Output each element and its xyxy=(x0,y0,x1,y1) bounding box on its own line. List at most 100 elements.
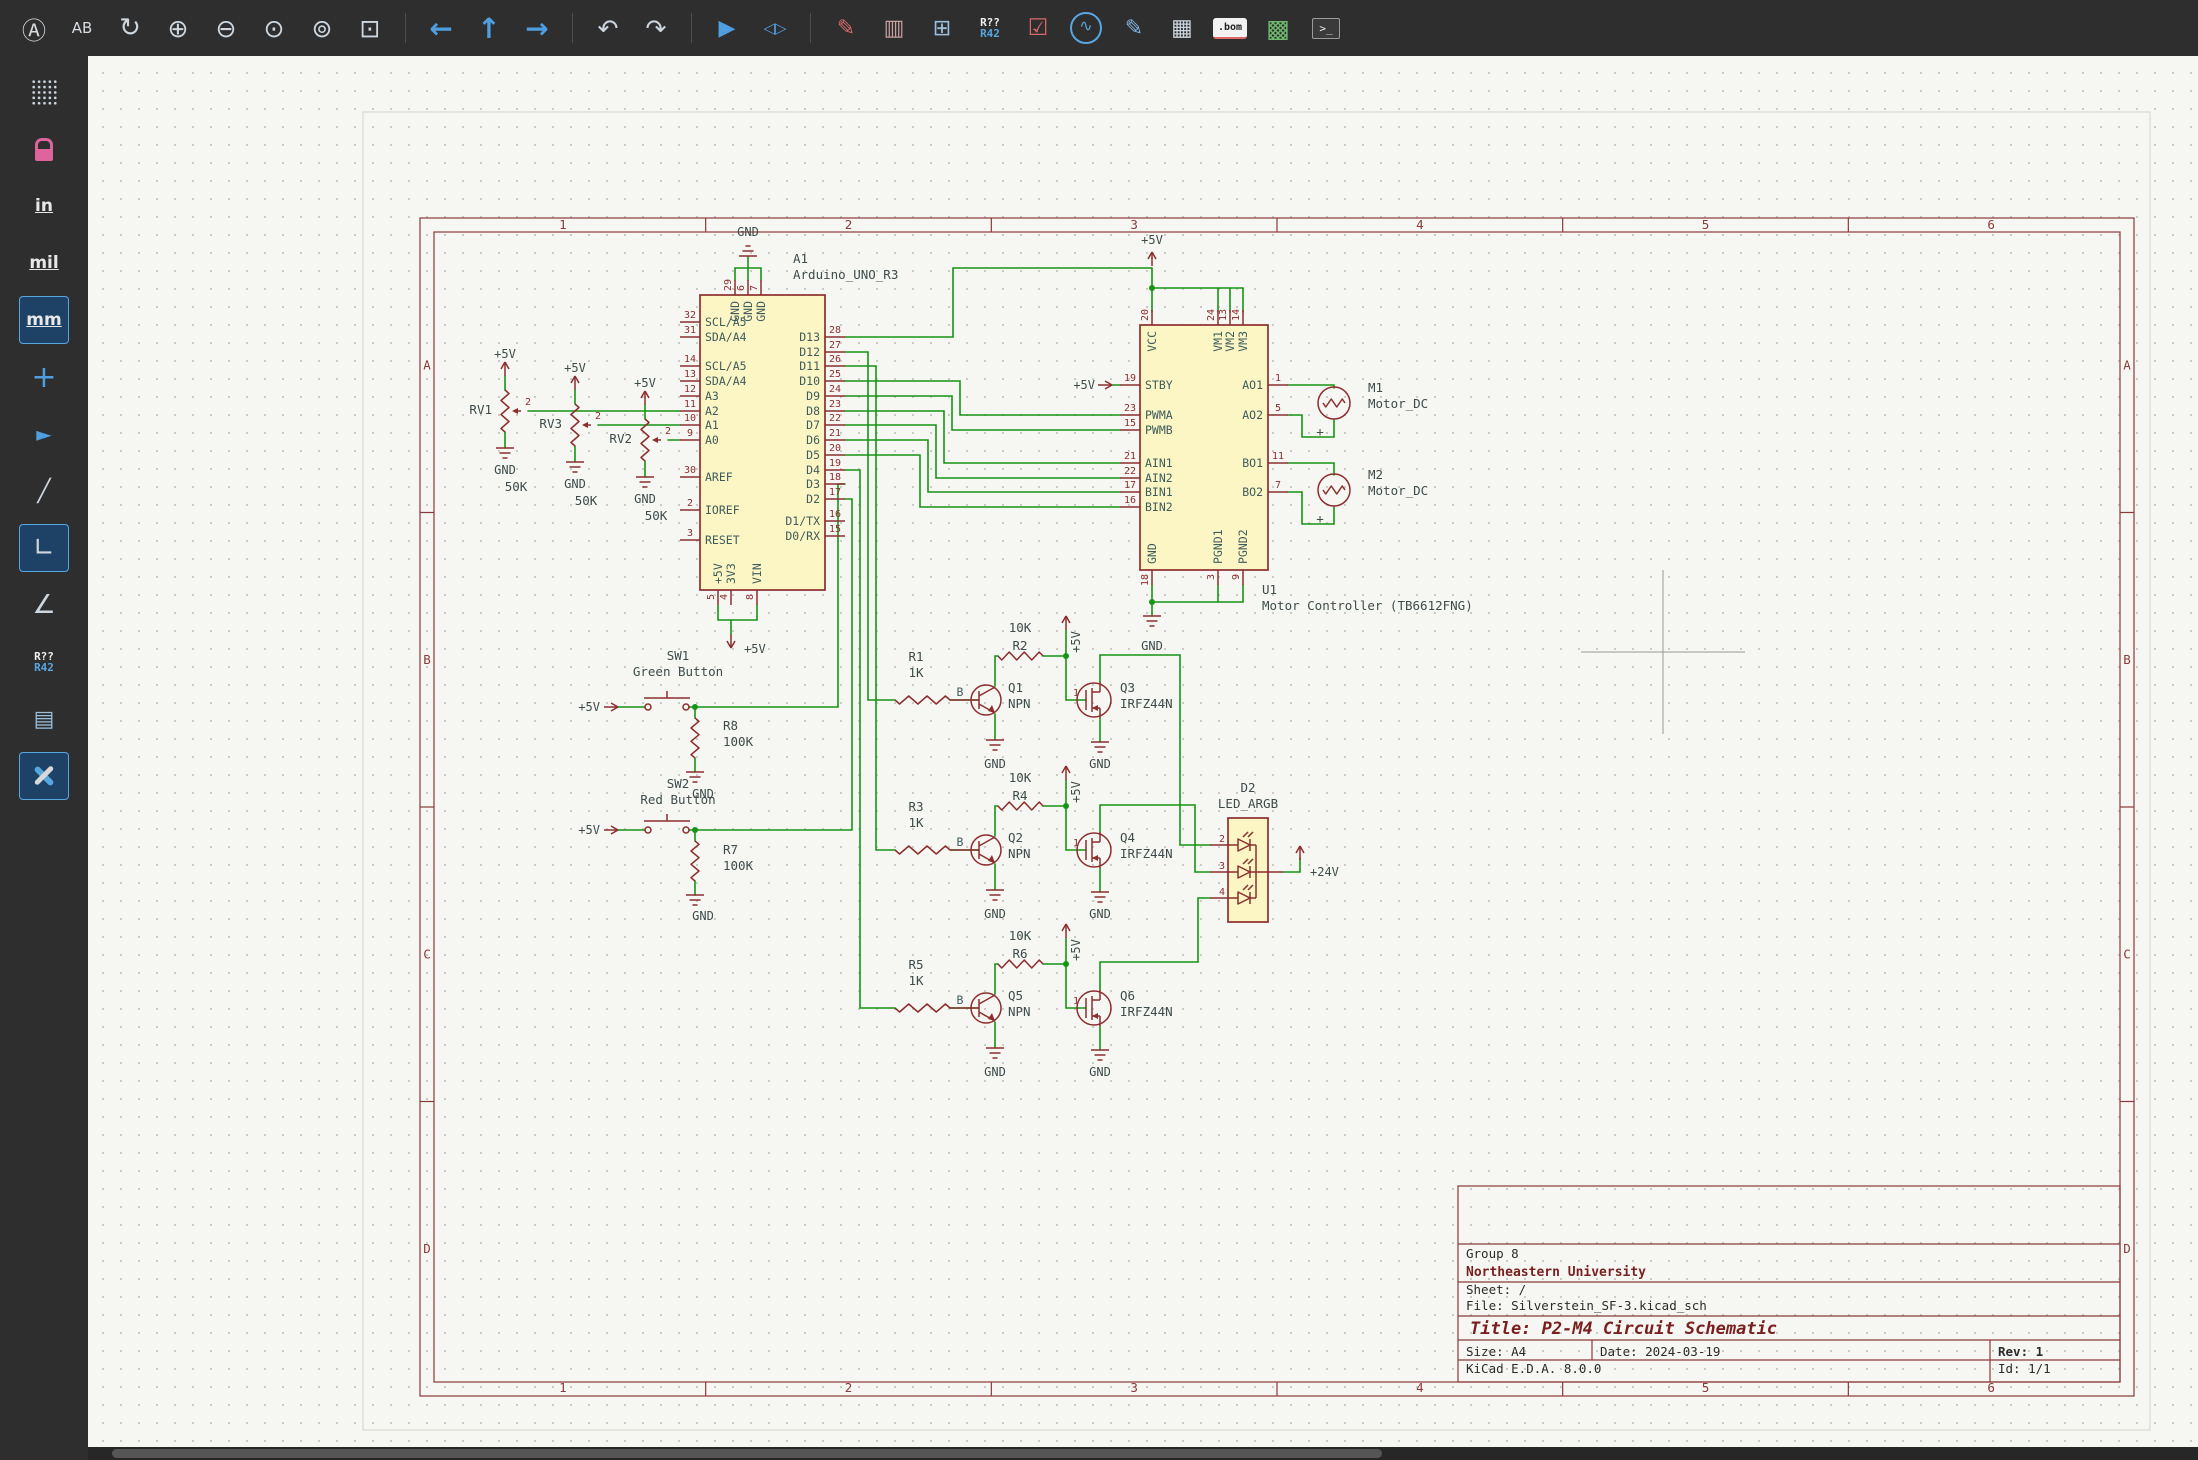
properties-panel-icon[interactable] xyxy=(19,752,69,800)
svg-text:GND: GND xyxy=(634,492,656,506)
svg-text:16: 16 xyxy=(829,509,841,520)
svg-text:19: 19 xyxy=(1124,373,1136,384)
free-angle-wires-icon[interactable]: ╱ xyxy=(19,467,69,515)
symbol-A1-arduino[interactable]: 32SCL/A531SDA/A414SCL/A513SDA/A412A311A2… xyxy=(680,279,845,605)
svg-text:SDA/A4: SDA/A4 xyxy=(705,330,747,344)
net-highlighter-icon[interactable]: Ⓐ xyxy=(12,6,56,50)
svg-text:D12: D12 xyxy=(799,345,820,359)
svg-text:7: 7 xyxy=(749,285,760,291)
scripting-console-icon[interactable]: >_ xyxy=(1304,6,1348,50)
nav-forward-icon[interactable]: → xyxy=(515,6,559,50)
svg-text:PGND2: PGND2 xyxy=(1236,529,1250,564)
svg-text:Arduino_UNO_R3: Arduino_UNO_R3 xyxy=(793,267,898,282)
zoom-fit-objects-icon[interactable]: ⊚ xyxy=(300,6,344,50)
horizontal-scrollbar[interactable] xyxy=(88,1447,2198,1460)
svg-text:Q6: Q6 xyxy=(1120,988,1135,1003)
hidden-pins-icon-glyph: ► xyxy=(36,422,51,446)
svg-text:D13: D13 xyxy=(799,330,820,344)
edit-footprints-icon[interactable]: ✎ xyxy=(1112,6,1156,50)
svg-text:A1: A1 xyxy=(793,251,808,266)
free-angle-wires-icon-glyph: ╱ xyxy=(37,479,50,504)
zoom-selection-icon[interactable]: ⊡ xyxy=(348,6,392,50)
zoom-fit-page-icon-glyph: ⊙ xyxy=(264,14,285,43)
redo-icon[interactable]: ↷ xyxy=(634,6,678,50)
svg-text:D3: D3 xyxy=(806,477,820,491)
svg-text:1K: 1K xyxy=(908,665,924,680)
grid-visibility-icon[interactable] xyxy=(19,68,69,116)
symbol-fields-table-icon[interactable]: ▦ xyxy=(1160,6,1204,50)
resistors[interactable] xyxy=(691,652,1043,1012)
svg-text:IRFZ44N: IRFZ44N xyxy=(1120,696,1173,711)
schematic-canvas[interactable]: 112233445566AABBCCDDGroup 8Northeastern … xyxy=(88,56,2198,1460)
zoom-fit-objects-icon-glyph: ⊚ xyxy=(312,14,333,43)
zoom-fit-page-icon[interactable]: ⊙ xyxy=(252,6,296,50)
hv-wires-icon-glyph: ∟ xyxy=(33,533,55,563)
edit-symbol-icon-glyph: ✎ xyxy=(837,16,855,41)
text-variables-icon[interactable]: AB xyxy=(60,6,104,50)
annotate-icon[interactable]: R??R42 xyxy=(968,6,1012,50)
svg-text:+5V: +5V xyxy=(1141,233,1163,247)
hv-wires-icon[interactable]: ∟ xyxy=(19,524,69,572)
crosshair-style-icon[interactable]: + xyxy=(19,353,69,401)
svg-text:NPN: NPN xyxy=(1008,696,1031,711)
svg-text:4: 4 xyxy=(1416,217,1424,232)
svg-text:Northeastern University: Northeastern University xyxy=(1466,1265,1646,1280)
units-mm-button[interactable]: mm xyxy=(19,296,69,344)
mosfets[interactable] xyxy=(1077,682,1111,1026)
symbol-U1-motor-controller[interactable]: 19STBY23PWMA15PWMB21AIN122AIN217BIN116BI… xyxy=(1120,309,1288,586)
footprint-assign-icon-glyph: ⊞ xyxy=(933,16,951,41)
svg-text:2: 2 xyxy=(845,1380,853,1395)
footprint-assign-icon[interactable]: ⊞ xyxy=(920,6,964,50)
svg-text:24: 24 xyxy=(829,384,841,395)
library-browser-icon[interactable]: ▥ xyxy=(872,6,916,50)
leave-sheet-icon[interactable]: ▶ xyxy=(705,6,749,50)
svg-text:17: 17 xyxy=(829,487,841,498)
motors[interactable] xyxy=(1318,387,1350,506)
svg-text:11: 11 xyxy=(684,399,696,410)
wires-45-icon-glyph: ∠ xyxy=(32,590,55,620)
nav-up-icon[interactable]: ↑ xyxy=(467,6,511,50)
push-buttons[interactable] xyxy=(644,691,690,833)
undo-icon[interactable]: ↶ xyxy=(586,6,630,50)
svg-text:D10: D10 xyxy=(799,374,820,388)
nav-back-icon[interactable]: ← xyxy=(419,6,463,50)
title-block[interactable]: Group 8Northeastern UniversitySheet: /Fi… xyxy=(1458,1186,2120,1382)
svg-text:GND: GND xyxy=(1145,543,1159,564)
erc-icon[interactable]: ☑ xyxy=(1016,6,1060,50)
svg-text:2: 2 xyxy=(665,426,671,437)
schematic-drawing[interactable]: 112233445566AABBCCDDGroup 8Northeastern … xyxy=(88,56,2198,1460)
zoom-out-icon[interactable]: ⊖ xyxy=(204,6,248,50)
svg-text:9: 9 xyxy=(687,428,693,439)
edit-symbol-icon[interactable]: ✎ xyxy=(824,6,868,50)
refresh-icon[interactable]: ↻ xyxy=(108,6,152,50)
simulator-icon[interactable]: ∿ xyxy=(1064,6,1108,50)
wires-45-icon[interactable]: ∠ xyxy=(19,581,69,629)
svg-text:D9: D9 xyxy=(806,389,820,403)
svg-text:LED_ARGB: LED_ARGB xyxy=(1218,796,1278,811)
svg-text:B: B xyxy=(957,685,964,699)
units-mils-button[interactable]: mil xyxy=(19,239,69,287)
svg-text:C: C xyxy=(423,946,431,961)
bom-icon[interactable]: .bom xyxy=(1208,6,1252,50)
svg-text:M2: M2 xyxy=(1368,467,1383,482)
zoom-in-icon[interactable]: ⊕ xyxy=(156,6,200,50)
units-mm-button-label: mm xyxy=(26,310,61,330)
net-highlighter-icon-glyph: Ⓐ xyxy=(22,11,46,46)
grid-overrides-icon[interactable] xyxy=(19,125,69,173)
svg-text:2: 2 xyxy=(687,498,693,509)
directive-labels-icon[interactable]: ▤ xyxy=(19,695,69,743)
scrollbar-thumb[interactable] xyxy=(112,1449,1382,1458)
svg-text:18: 18 xyxy=(1140,574,1151,586)
svg-text:22: 22 xyxy=(1124,466,1136,477)
hidden-fields-icon-glyph: R??R42 xyxy=(34,651,54,673)
npn-transistors[interactable] xyxy=(950,685,1001,1023)
units-inches-button[interactable]: in xyxy=(19,182,69,230)
mirror-icon[interactable]: ◁▷ xyxy=(753,6,797,50)
svg-text:100K: 100K xyxy=(723,858,754,873)
hidden-pins-icon[interactable]: ► xyxy=(19,410,69,458)
hidden-fields-icon[interactable]: R??R42 xyxy=(19,638,69,686)
svg-text:GND: GND xyxy=(984,907,1006,921)
svg-text:9: 9 xyxy=(1231,574,1242,580)
svg-text:R2: R2 xyxy=(1012,638,1027,653)
open-pcb-editor-icon[interactable]: ▩ xyxy=(1256,6,1300,50)
